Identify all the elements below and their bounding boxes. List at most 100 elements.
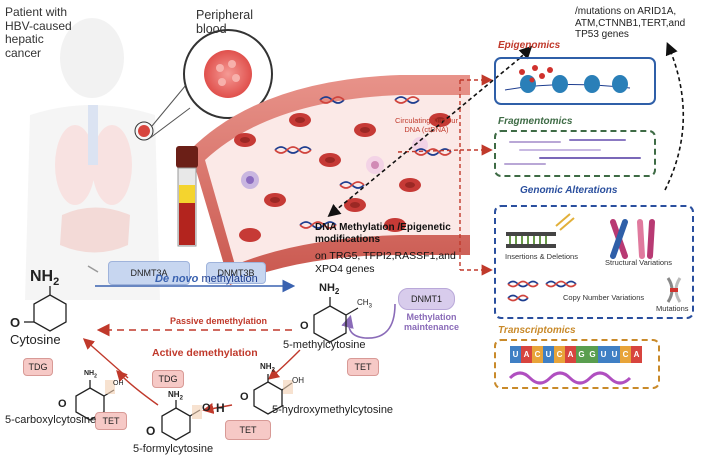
ch3-sub: 3 (368, 303, 372, 310)
dnmt1-box: DNMT1 (398, 288, 455, 310)
blood-vessel (190, 75, 470, 285)
molecule-structures (24, 286, 359, 441)
mutations-label: Mutations (656, 304, 689, 313)
formyl-h: H (216, 401, 225, 415)
mutations-note-line1: /mutations on ARID1A, (575, 6, 677, 17)
5-carboxylcytosine-label: 5-carboxylcytosine (5, 414, 97, 426)
rna-base-tile: G (587, 346, 598, 363)
nh2-text-2: NH (319, 282, 335, 294)
epigenomics-title: Epigenomics (498, 40, 561, 51)
mutations-note-line2: ATM,CTNNB1,TERT,and (575, 17, 686, 29)
hydroxyl-group: OH (292, 376, 304, 385)
nucleosome-graphic (504, 65, 631, 93)
mutations-note: /mutations on ARID1A, ATM,CTNNB1,TERT,an… (575, 6, 685, 41)
rna-base-tile: C (532, 346, 543, 363)
nh2-text-5: NH (84, 370, 95, 377)
methylcytosine-oxygen: O (300, 320, 309, 332)
nh2-sub-4: 2 (179, 395, 183, 402)
cytosine-nh2: NH2 (30, 268, 59, 288)
tet-box-3: TET (95, 412, 127, 430)
tdg-box-1: TDG (23, 358, 53, 376)
de-novo-rest: methylation (198, 273, 258, 285)
genomic-alterations-title: Genomic Alterations (520, 185, 618, 196)
carboxyl-nh2: NH2 (84, 370, 97, 379)
tdg-box-2: TDG (152, 370, 184, 388)
carboxyl-oxygen: O (58, 398, 67, 410)
rna-wave (508, 371, 632, 385)
maintenance-line1: Methylation (406, 312, 457, 322)
formyl-aldehyde-oxygen: O (202, 402, 211, 414)
rna-base-tile: A (631, 346, 642, 363)
rna-base-tile: G (576, 346, 587, 363)
patient-label-line3: hepatic (5, 32, 44, 46)
peripheral-blood-label: Peripheral blood (196, 8, 253, 36)
ctdna-line1: Circulating Tumour (395, 116, 458, 125)
fragmentomics-panel (494, 130, 656, 177)
indels-label: Insertions & Deletions (505, 252, 578, 261)
dnmt3b-box: DNMT3B (206, 262, 266, 284)
genomic-alterations-panel (494, 205, 694, 319)
fragment-lines (504, 139, 641, 165)
rna-base-tile: U (609, 346, 620, 363)
dnmt3a-box: DNMT3A (108, 261, 190, 285)
rna-base-tile: U (543, 346, 554, 363)
passive-demethylation-label: Passive demethylation (170, 316, 268, 326)
ctdna-label: Circulating Tumour DNA (ctDNA) (395, 116, 458, 134)
structural-variations-label: Structural Variations (605, 258, 672, 267)
nh2-text-3: NH (260, 362, 272, 371)
blood-tube (176, 146, 198, 247)
patient-label: Patient with HBV-caused hepatic cancer (5, 5, 72, 60)
dna-methylation-title-line2: modifications (315, 234, 381, 245)
ch3-text: CH (357, 298, 369, 307)
epigenomics-panel (494, 57, 656, 105)
transcriptomics-title: Transcriptomics (498, 325, 576, 336)
active-demethylation-label: Active demethylation (152, 347, 258, 359)
transcriptomics-panel (494, 339, 660, 389)
rna-base-tile: C (554, 346, 565, 363)
dna-methylation-title: DNA Methylation /Epigenetic modification… (315, 222, 451, 246)
5-formylcytosine-label: 5-formylcytosine (133, 443, 214, 455)
patient-label-line1: Patient with (5, 5, 68, 19)
methylation-genes-line1: on TRG5, TFPI2,RASSF1,and (315, 250, 456, 262)
maintenance-line2: maintenance (404, 322, 460, 332)
tet-box-2: TET (225, 420, 271, 440)
fragmentomics-title: Fragmentomics (498, 116, 573, 127)
peripheral-blood-line1: Peripheral (196, 8, 253, 22)
methylation-genes: on TRG5, TFPI2,RASSF1,and XPO4 genes (315, 250, 456, 275)
nh2-sub: 2 (53, 276, 60, 289)
peripheral-blood-line2: blood (196, 22, 227, 36)
nh2-sub-3: 2 (271, 367, 275, 374)
patient-label-line4: cancer (5, 45, 42, 60)
genomic-graphics (506, 213, 682, 303)
cytosine-oxygen: O (10, 315, 21, 330)
nh2-text-4: NH (168, 390, 180, 399)
cnv-label: Copy Number Variations (563, 293, 645, 302)
rna-base-tile: A (565, 346, 576, 363)
rna-base-tile: C (620, 346, 631, 363)
patient-silhouette (25, 18, 160, 300)
methyl-group: CH3 (357, 298, 372, 310)
5-hydroxymethylcytosine-label: 5-hydroxymethylcytosine (272, 404, 394, 416)
patient-label-line2: HBV-caused (5, 18, 72, 33)
ctdna-line2: DNA (ctDNA) (404, 125, 449, 134)
hydroxymethyl-oxygen: O (240, 391, 249, 403)
formyl-nh2: NH2 (168, 390, 183, 402)
carboxyl-oh: OH (113, 380, 124, 387)
de-novo-italic: De novo (155, 273, 199, 285)
rna-base-tile: A (521, 346, 532, 363)
methylation-maintenance-label: Methylation maintenance (404, 312, 459, 332)
dna-methylation-title-line1: DNA Methylation /Epigenetic (315, 222, 451, 233)
mutations-note-line3: TP53 genes (575, 29, 629, 40)
5-methylcytosine-label: 5-methylcytosine (283, 339, 366, 351)
tet-box-1: TET (347, 358, 379, 376)
liver-tumor-spot (138, 125, 150, 137)
cytosine-label: Cytosine (10, 332, 61, 347)
hydroxymethyl-nh2: NH2 (260, 362, 275, 374)
nh2-sub-2: 2 (334, 287, 340, 297)
methylcytosine-nh2: NH2 (319, 282, 339, 296)
nh2-text: NH (30, 268, 54, 285)
rna-base-tile: U (510, 346, 521, 363)
formyl-oxygen: O (146, 424, 156, 438)
